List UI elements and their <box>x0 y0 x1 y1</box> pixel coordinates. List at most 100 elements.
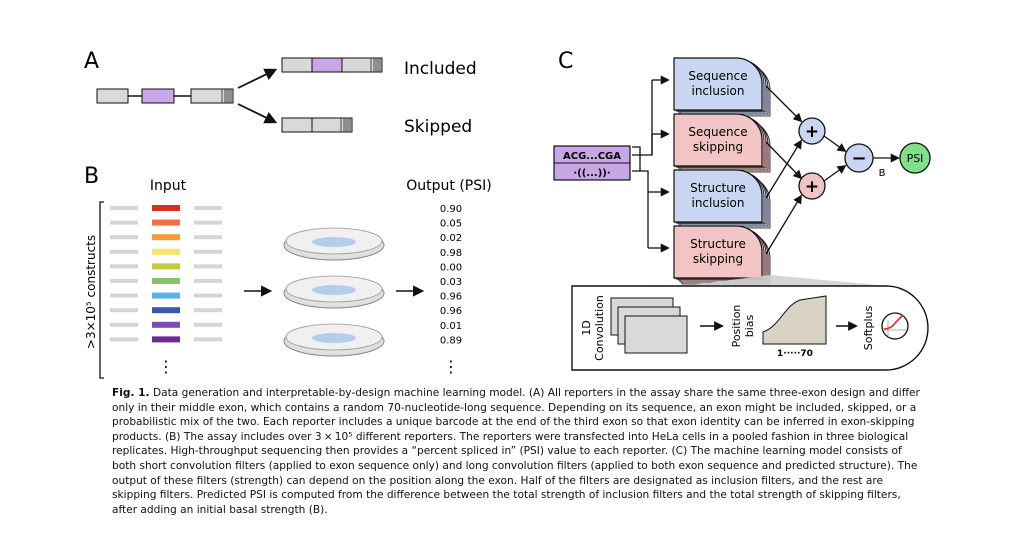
variable-exon <box>152 292 180 299</box>
constructs-label: >3×10⁵ constructs <box>84 235 98 349</box>
input-sequence-box: ACG...CGA ·((...))· <box>553 145 631 181</box>
filter-subtitle: inclusion <box>691 84 744 98</box>
filter-subtitle: skipping <box>693 252 743 266</box>
basal-bias-label: B <box>879 168 886 179</box>
petri-dish <box>283 227 385 261</box>
panel-b-label: B <box>84 164 99 189</box>
filter-subtitle: skipping <box>693 140 743 154</box>
psi-value: 0.02 <box>440 233 462 244</box>
figure-label: Fig. 1. <box>112 387 150 399</box>
variable-exon <box>152 248 180 255</box>
sequence-text: ACG...CGA <box>563 151 621 162</box>
bias-label-line1: Position <box>730 305 743 348</box>
inclusion-sum-node: + <box>798 117 826 145</box>
construct-row <box>110 205 222 211</box>
caption-text: Data generation and interpretable-by-des… <box>112 387 920 516</box>
structure-text: ·((...))· <box>573 168 610 179</box>
panel-a: A Included <box>84 49 477 137</box>
psi-value: 0.98 <box>440 248 462 259</box>
psi-value: 0.90 <box>440 204 462 215</box>
variable-exon <box>152 321 180 328</box>
filter-title: Structure <box>690 181 746 195</box>
psi-value: 0.89 <box>440 335 462 346</box>
variable-exon <box>152 307 180 314</box>
variable-exon <box>152 263 180 270</box>
barcode <box>221 89 232 103</box>
softplus-label: Softplus <box>862 306 875 351</box>
skipped-mrna <box>281 117 353 133</box>
variable-exon <box>152 278 180 284</box>
variable-exon <box>152 336 180 343</box>
arrow-to-included <box>237 68 278 89</box>
filter-list: SequenceinclusionSequenceskippingStructu… <box>673 57 771 285</box>
exon-1 <box>96 88 129 104</box>
psi-value: 0.05 <box>440 219 462 230</box>
output-ellipsis: ⋮ <box>443 357 459 376</box>
construct-row <box>110 321 222 328</box>
construct-row <box>110 263 222 270</box>
input-connectors <box>632 75 670 253</box>
psi-value: 0.01 <box>440 321 462 332</box>
psi-value: 0.96 <box>440 306 462 317</box>
psi-value: 0.96 <box>440 292 462 303</box>
conv-filter-stack <box>610 297 688 354</box>
construct-row <box>110 248 222 255</box>
variable-exon <box>152 234 180 241</box>
construct-row <box>110 278 222 284</box>
skipping-sum-node: + <box>798 172 826 200</box>
softplus-icon <box>881 312 909 340</box>
constructs-bracket <box>99 201 104 379</box>
petri-dish <box>283 323 385 357</box>
panel-b: B Input Output (PSI) >3×10⁵ constructs ⋮ <box>84 164 492 379</box>
svg-text:+: + <box>805 122 819 142</box>
psi-value-list: 0.90 0.05 0.02 0.98 0.00 0.03 0.96 0.96 0.01 0.89 <box>440 204 462 346</box>
construct-row <box>110 234 222 241</box>
filter-title: Sequence <box>688 69 747 83</box>
pre-mrna-construct <box>96 88 234 104</box>
svg-text:PSI: PSI <box>907 152 924 165</box>
bias-label-line2: bias <box>743 314 756 337</box>
variable-exon <box>152 219 180 226</box>
construct-row <box>110 336 222 343</box>
filter-detail-callout: 1D Convolution Position bias 1·····70 So… <box>571 285 929 371</box>
difference-node: − <box>844 143 874 173</box>
conv-label-line1: 1D <box>580 320 593 335</box>
psi-output-node: PSI <box>899 142 931 174</box>
conv-label-line2: Convolution <box>593 295 606 361</box>
panel-c-label: C <box>558 49 573 74</box>
figure-caption: Fig. 1. Data generation and interpretabl… <box>112 386 922 517</box>
psi-value: 0.03 <box>440 277 462 288</box>
input-ellipsis: ⋮ <box>158 357 174 376</box>
position-bias-curve <box>762 295 827 345</box>
construct-list <box>110 205 222 343</box>
arrow-to-skipped <box>237 103 278 124</box>
variable-exon <box>152 205 180 211</box>
psi-value: 0.00 <box>440 262 462 273</box>
position-axis-label: 1·····70 <box>777 349 813 359</box>
figure-illustration: A Included <box>84 49 931 379</box>
filter-subtitle: inclusion <box>691 196 744 210</box>
included-mrna <box>281 57 383 73</box>
svg-text:−: − <box>851 148 866 169</box>
included-label: Included <box>404 59 477 79</box>
petri-dish <box>283 275 385 309</box>
cell-culture-dishes <box>283 227 385 357</box>
construct-row <box>110 307 222 314</box>
svg-text:+: + <box>805 177 819 197</box>
construct-row <box>110 219 222 226</box>
construct-row <box>110 292 222 299</box>
exon-2-variable <box>141 88 175 104</box>
filter-title: Sequence <box>688 125 747 139</box>
output-title: Output (PSI) <box>406 178 491 194</box>
skipped-label: Skipped <box>404 117 472 137</box>
panel-c: C ACG...CGA ·((...))· SequenceinclusionS… <box>553 49 931 371</box>
panel-a-label: A <box>84 49 99 74</box>
filter-title: Structure <box>690 237 746 251</box>
input-title: Input <box>150 178 187 194</box>
detail-callout-wedge <box>572 275 888 286</box>
model-arrows <box>765 85 900 255</box>
